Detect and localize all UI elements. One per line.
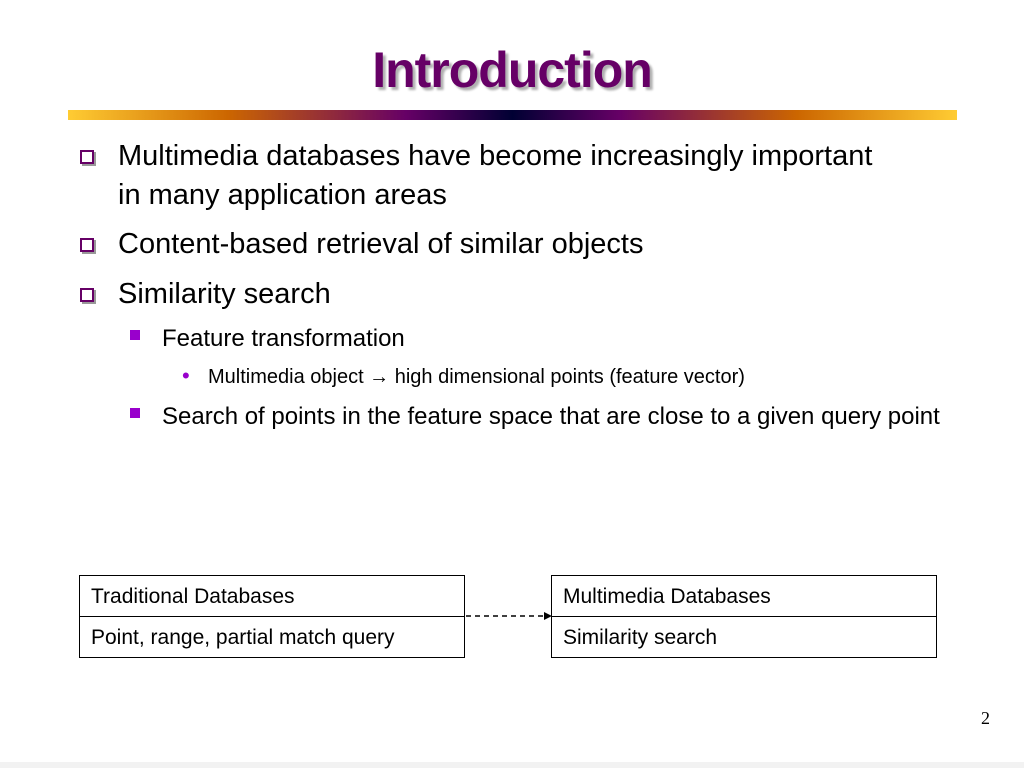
bullet-list: Multimedia databases have become increas…: [80, 137, 980, 433]
table-body-cell: Point, range, partial match query: [79, 616, 465, 658]
table-header-cell: Traditional Databases: [79, 575, 465, 617]
sub-bullet-item: Feature transformation: [130, 322, 980, 355]
hollow-square-bullet-icon: [80, 137, 118, 164]
bullet-item: Multimedia databases have become increas…: [80, 137, 980, 215]
page-number: 2: [981, 708, 990, 728]
filled-square-bullet-icon: [130, 322, 162, 340]
title-underline: [68, 110, 957, 120]
bullet-item: Similarity search: [80, 275, 980, 314]
sub-bullet-text: Search of points in the feature space th…: [162, 403, 940, 430]
slide-title: Introduction: [372, 42, 653, 98]
sub-bullet-item: Search of points in the feature space th…: [130, 400, 980, 433]
hollow-square-bullet-icon: [80, 275, 118, 302]
table-body-cell: Similarity search: [551, 616, 937, 658]
bullet-text: Content-based retrieval of similar objec…: [118, 228, 644, 260]
bullet-text: Similarity search: [118, 278, 331, 310]
dashed-arrow-icon: [466, 612, 552, 620]
bullet-text: Multimedia databases have become increas…: [118, 140, 873, 211]
sub-sub-bullet-text: Multimedia object → high dimensional poi…: [208, 366, 745, 388]
hollow-square-bullet-icon: [80, 225, 118, 252]
sub-sub-bullet-item: • Multimedia object → high dimensional p…: [180, 364, 980, 390]
sub-bullet-text: Feature transformation: [162, 325, 405, 352]
footer-band: [0, 762, 1024, 768]
multimedia-databases-table: Multimedia Databases Similarity search: [551, 575, 937, 658]
dot-bullet-icon: •: [182, 363, 190, 388]
bullet-item: Content-based retrieval of similar objec…: [80, 225, 980, 264]
table-header-cell: Multimedia Databases: [551, 575, 937, 617]
traditional-databases-table: Traditional Databases Point, range, part…: [79, 575, 465, 658]
filled-square-bullet-icon: [130, 400, 162, 418]
